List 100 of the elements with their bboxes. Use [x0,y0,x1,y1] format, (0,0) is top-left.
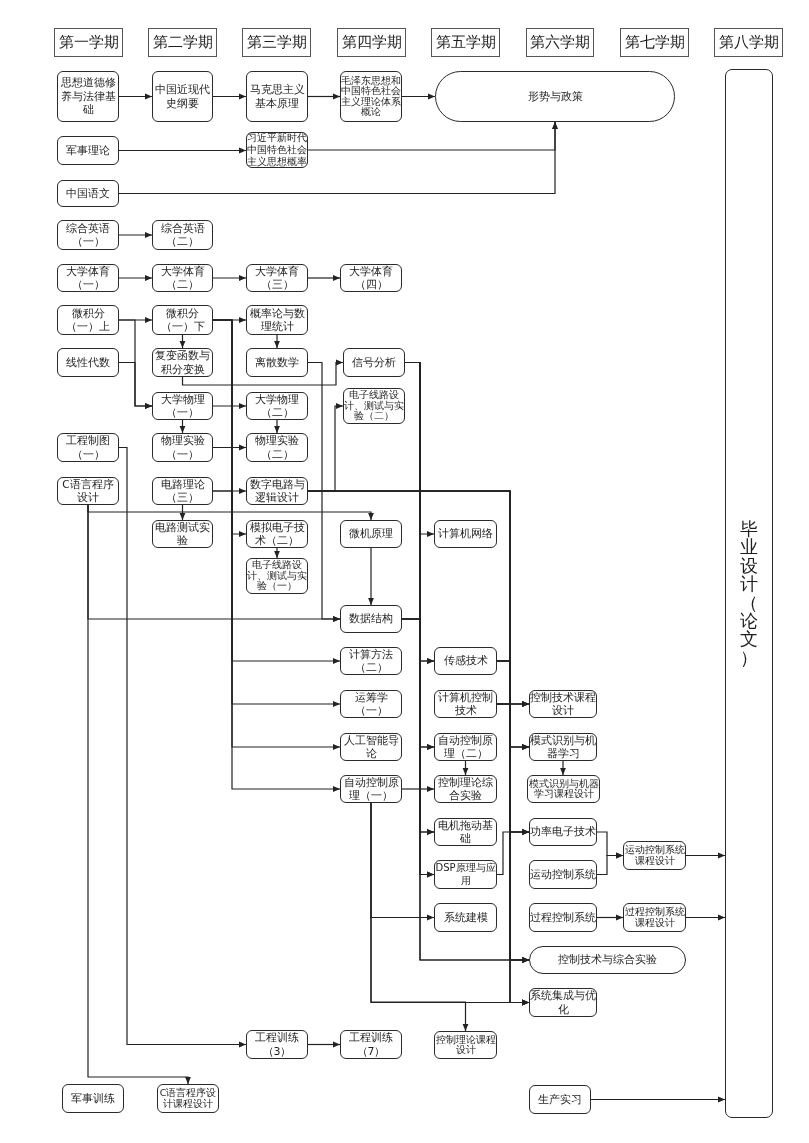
course-box: 中国近现代史纲要 [152,71,213,122]
connector-arrow [685,852,726,859]
course-box: 模式识别与机器学习课程设计 [527,775,600,803]
course-box: 控制技术课程设计 [529,690,597,718]
connector-arrow [496,829,530,876]
connector-arrow [181,359,344,386]
semester-header: 第二学期 [148,28,217,57]
connector-arrow [118,93,153,100]
course-capsule: 控制技术与综合实验 [529,946,686,974]
course-box: 信号分析 [343,348,405,377]
course-box: 微积分（一）上 [57,305,119,335]
course-box: 控制理论课程设计 [434,1031,497,1059]
course-box: 思想道德修养与法律基础 [57,71,119,122]
course-box: 运动控制系统课程设计 [623,841,686,870]
course-box: 电子线路设计、测试与实验（二） [343,388,405,424]
connector-arrow [685,914,726,921]
connector-arrow [212,444,247,451]
course-box: 自动控制原理（一） [340,775,402,803]
connector-arrow [118,275,153,281]
course-box: 计算方法（二） [340,647,402,675]
course-box: 离散数学 [246,348,308,377]
connector-arrow [307,1041,341,1048]
connector-arrow [596,852,624,876]
connector-arrow [401,786,435,792]
connector-arrow [212,490,247,537]
connector-arrow [307,275,341,281]
course-box: 马克思主义基本原理 [246,71,308,122]
connector-arrow [179,504,186,521]
course-box: 计算机控制技术 [434,690,497,718]
connector-arrow [179,334,186,349]
course-box: 大学物理（一） [152,392,213,420]
connector-arrow [118,232,153,238]
course-box: 大学物理（二） [246,392,308,420]
course-box: 工程制图（一） [57,433,119,462]
course-box: C语言程序设计课程设计 [157,1084,219,1113]
course-box: 系统集成与优化 [529,988,597,1017]
course-box: 人工智能导论 [340,733,402,761]
course-box: 综合英语（一） [57,220,119,250]
course-box: 微积分（一）下 [152,305,213,335]
course-box: 物理实验（二） [246,433,308,462]
semester-header: 第一学期 [54,28,123,57]
course-box: 控制理论综合实验 [434,775,497,803]
course-box: 中国语文 [57,180,119,207]
connector-arrow [462,760,469,776]
connector-arrow [118,446,247,1048]
connector-arrow [590,1096,726,1103]
connector-arrow [212,275,247,281]
semester-header: 第三学期 [242,28,311,57]
semester-header: 第七学期 [620,28,689,57]
course-box: 电子线路设计、测试与实验（一） [246,558,308,594]
course-box: 物理实验（一） [152,433,213,462]
course-box: 军事训练 [62,1084,124,1113]
course-box: 军事理论 [57,136,119,165]
semester-header: 第六学期 [526,28,594,57]
course-box: 概率论与数理统计 [246,305,308,335]
connector-arrow [118,147,247,154]
course-box: 电路理论（三） [152,477,213,505]
connector-arrow [401,93,436,100]
connector-arrow [307,93,341,100]
connector-arrow [212,93,247,100]
course-box: 大学体育（四） [340,264,402,292]
connector-arrow [274,547,280,559]
course-box: 大学体育（一） [57,264,119,292]
course-box: 毛泽东思想和中国特色社会主义理论体系概论 [340,71,402,122]
connector-arrow [87,504,191,1085]
course-box: 模拟电子技术（二） [246,520,308,548]
connector-arrow [212,403,247,409]
course-box: 电路测试实验 [152,520,213,548]
connector-arrow [370,802,530,1006]
connector-arrow [274,334,280,349]
course-box: 大学体育（三） [246,264,308,292]
course-box: 大学体育（二） [152,264,213,292]
course-box: 复变函数与积分变换 [152,348,213,377]
course-box: 系统建模 [434,903,497,932]
connector-arrow [179,419,186,434]
course-box: 微机原理 [340,520,402,548]
course-box: 运动控制系统 [529,860,597,889]
connector-arrow [560,760,566,776]
course-box: 电机拖动基础 [434,818,497,846]
course-box: 习近平新时代中国特色社会主义思想概率 [246,132,308,168]
course-box: DSP原理与应用 [434,860,497,889]
course-box: 自动控制原理（二） [434,733,497,761]
connector-arrow [274,419,280,434]
course-box: 生产实习 [529,1085,591,1114]
semester-header: 第四学期 [337,28,406,57]
course-box: 传感技术 [434,647,497,675]
connector-arrow [368,547,374,606]
course-box: 过程控制系统课程设计 [623,903,686,932]
course-box: 工程训练（3） [246,1030,308,1059]
connector-arrow [118,361,153,409]
course-box: 数字电路与逻辑设计 [246,477,308,505]
course-box: 功率电子技术 [529,818,597,846]
course-box: 过程控制系统 [529,903,597,932]
semester-header: 第八学期 [714,28,783,57]
course-box: C语言程序设计 [57,477,119,505]
course-box: 数据结构 [340,605,402,633]
semester-header: 第五学期 [431,28,500,57]
course-box: 模式识别与机器学习 [529,733,597,761]
connector-arrow [118,121,558,195]
course-capsule: 形势与政策 [435,71,675,122]
